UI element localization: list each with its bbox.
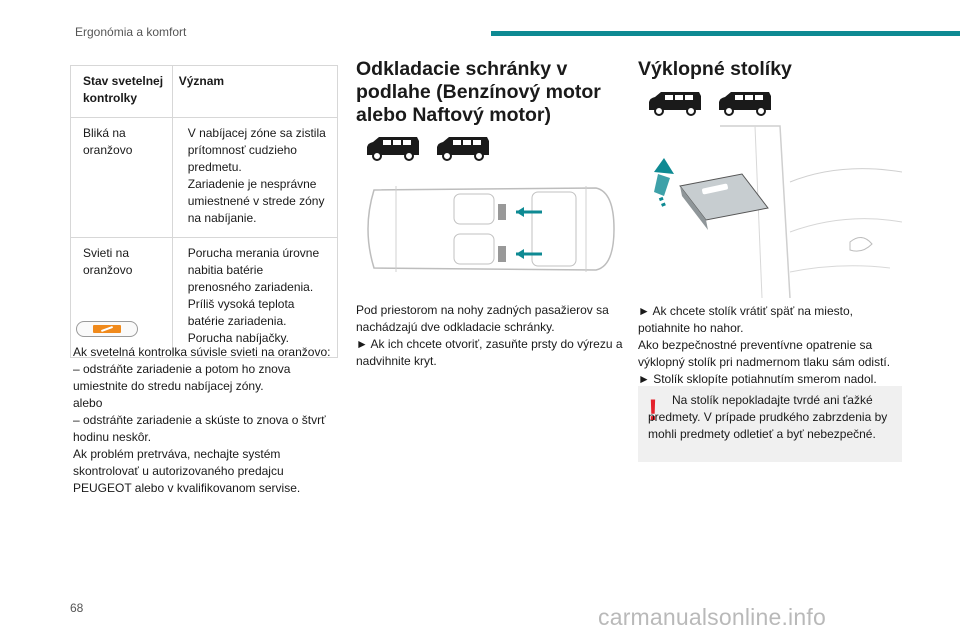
header-accent-bar bbox=[491, 31, 960, 36]
paragraph: Ako bezpečnostné preventívne opatrenie s… bbox=[638, 338, 891, 369]
warning-icon: ! bbox=[648, 394, 658, 427]
paragraph: Pod priestorom na nohy zadných pasažiero… bbox=[356, 303, 609, 334]
warning-box: ! Na stolík nepokladajte tvrdé ani ťažké… bbox=[638, 386, 902, 462]
meaning-line: Porucha nabíjačky. bbox=[187, 331, 289, 345]
van-short-icon bbox=[647, 90, 703, 116]
meaning-line: V nabíjacej zóne sa zistila prítomnosť c… bbox=[187, 126, 326, 174]
paragraph: Ak svetelná kontrolka súvisle svieti na … bbox=[73, 345, 331, 359]
paragraph: Ak problém pretrváva, nechajte systém sk… bbox=[73, 447, 301, 495]
table-header-meaning: Význam bbox=[171, 65, 339, 118]
meaning-line: Zariadenie je nesprávne umiestnené v str… bbox=[187, 177, 325, 225]
warning-text: Na stolík nepokladajte tvrdé ani ťažké p… bbox=[648, 393, 888, 441]
paragraph: – odstráňte zariadenie a skúste to znova… bbox=[73, 413, 326, 444]
paragraph: ► Ak ich chcete otvoriť, zasuňte prsty d… bbox=[356, 337, 623, 368]
table-cell-state: Svieti na oranžovo bbox=[70, 237, 173, 358]
indicator-table: Stav svetelnej kontrolky Význam Bliká na… bbox=[70, 65, 339, 358]
meaning-line: Porucha merania úrovne nabitia batérie p… bbox=[187, 246, 320, 294]
paragraph: – odstráňte zariadenie a potom ho znova … bbox=[73, 362, 291, 393]
table-row: Bliká na oranžovo V nabíjacej zóne sa zi… bbox=[70, 117, 339, 238]
table-row: Svieti na oranžovo Porucha merania úrovn… bbox=[70, 237, 339, 358]
wireless-charging-indicator-icon bbox=[76, 321, 138, 337]
van-long-icon bbox=[717, 90, 773, 116]
page-number: 68 bbox=[70, 601, 84, 615]
section-title-fold-tables: Výklopné stolíky bbox=[638, 58, 792, 80]
table-cell-meaning: V nabíjacej zóne sa zistila prítomnosť c… bbox=[171, 117, 339, 238]
paragraph: alebo bbox=[73, 396, 103, 410]
vehicle-icons bbox=[647, 90, 773, 116]
table-cell-meaning: Porucha merania úrovne nabitia batérie p… bbox=[171, 237, 339, 358]
table-cell-state: Bliká na oranžovo bbox=[70, 117, 173, 238]
meaning-line: Príliš vysoká teplota batérie zariadenia… bbox=[187, 297, 295, 328]
van-short-icon bbox=[365, 135, 421, 161]
paragraph: ► Stolík sklopíte potiahnutím smerom nad… bbox=[638, 372, 877, 386]
table-header-row: Stav svetelnej kontrolky Význam bbox=[70, 65, 339, 118]
col1-text: Ak svetelná kontrolka súvisle svieti na … bbox=[73, 344, 345, 497]
watermark: carmanualsonline.info bbox=[598, 604, 826, 630]
section2-text: Pod priestorom na nohy zadných pasažiero… bbox=[356, 302, 626, 370]
fold-table-diagram bbox=[640, 122, 903, 299]
paragraph: ► Ak chcete stolík vrátiť späť na miesto… bbox=[638, 304, 853, 335]
floor-storage-diagram bbox=[356, 170, 622, 288]
van-long-icon bbox=[435, 135, 491, 161]
section-title-floor-storage: Odkladacie schránky v podlahe (Benzínový… bbox=[356, 58, 601, 126]
header-title: Ergonómia a komfort bbox=[75, 25, 187, 39]
vehicle-icons bbox=[365, 135, 491, 161]
table-header-state: Stav svetelnej kontrolky bbox=[70, 65, 173, 118]
section3-text: ► Ak chcete stolík vrátiť späť na miesto… bbox=[638, 303, 903, 388]
